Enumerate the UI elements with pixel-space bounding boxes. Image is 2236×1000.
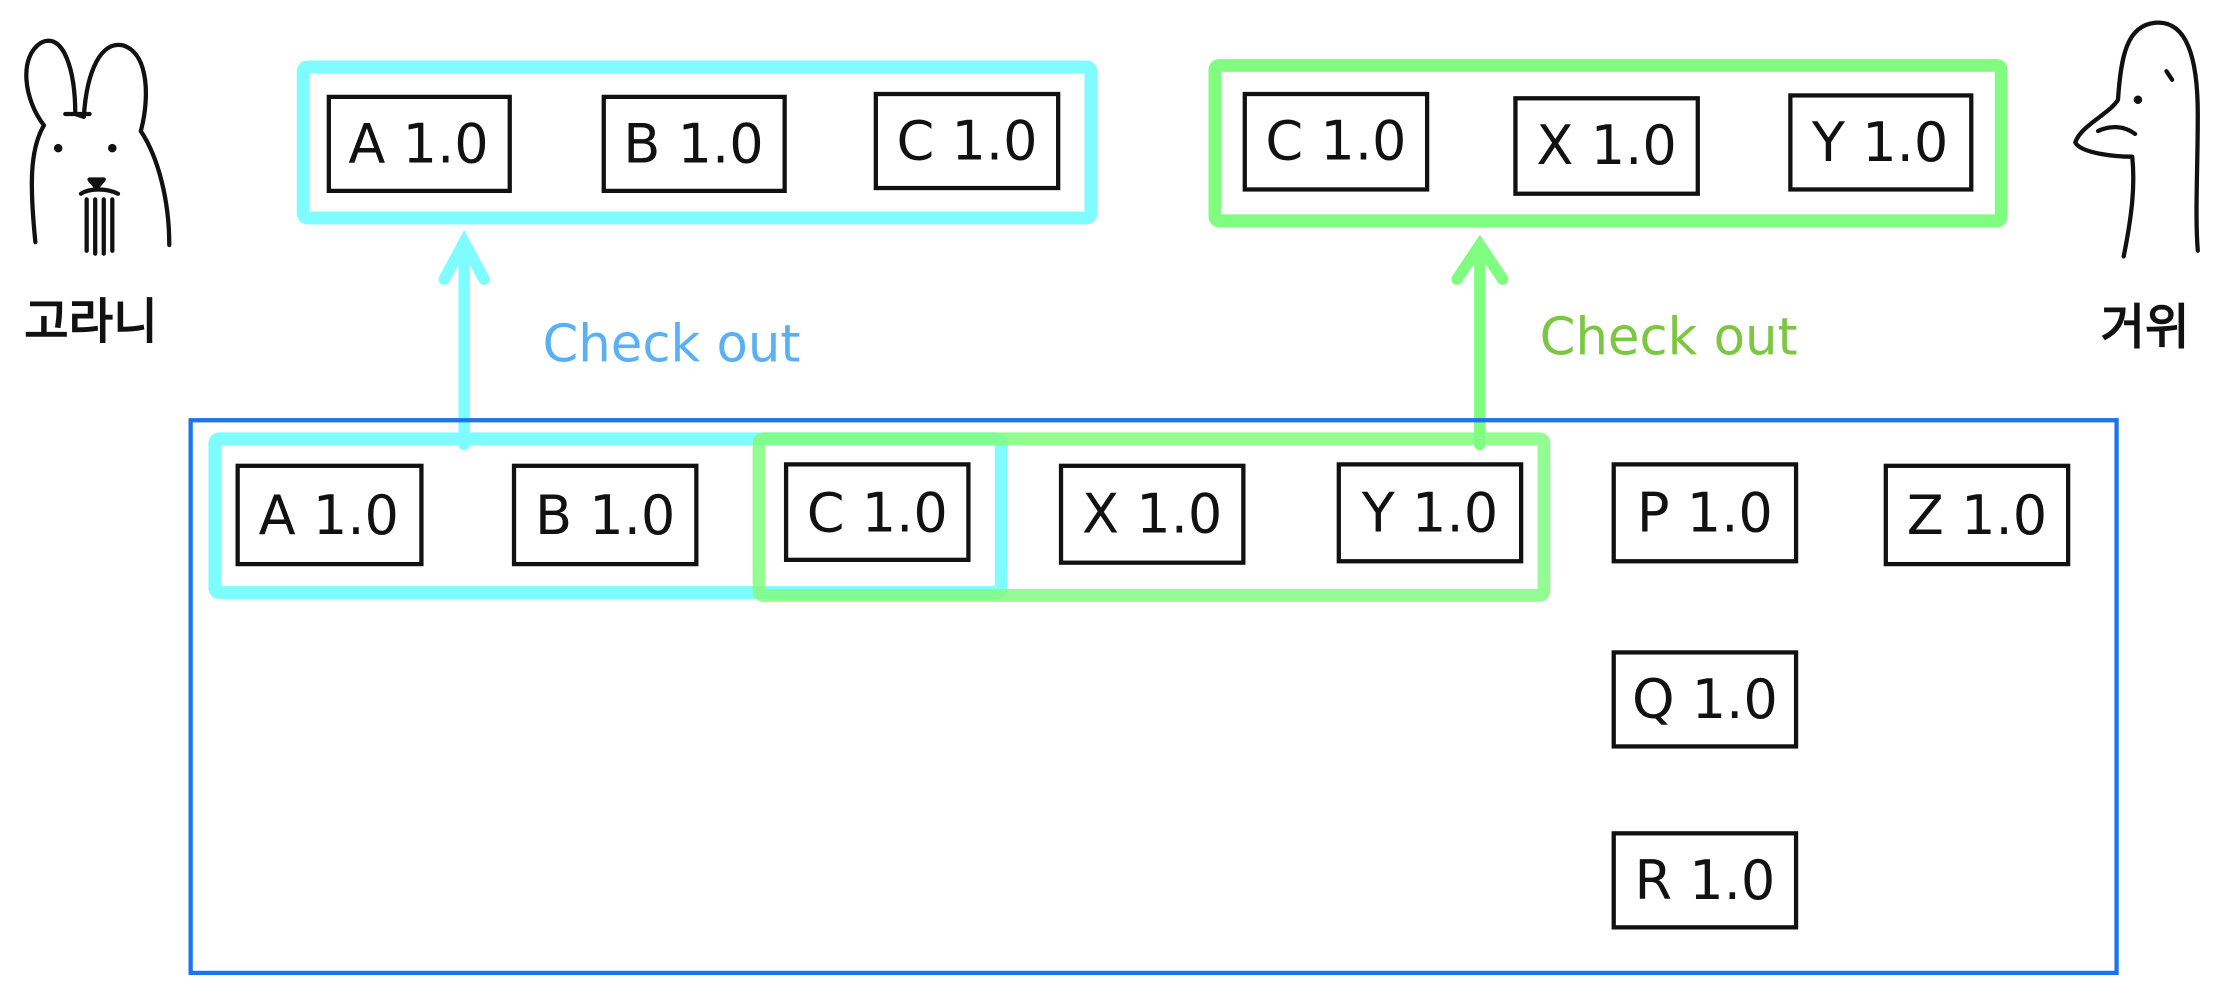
goose-sketch-icon <box>2073 20 2200 259</box>
svg-text:B 1.0: B 1.0 <box>623 112 763 175</box>
package-box: P 1.0 <box>1611 462 1799 564</box>
repository-selection-left <box>208 432 1008 600</box>
svg-text:X 1.0: X 1.0 <box>1082 483 1222 546</box>
package-box: Z 1.0 <box>1883 463 2071 567</box>
svg-text:Q 1.0: Q 1.0 <box>1632 668 1778 731</box>
svg-text:C 1.0: C 1.0 <box>1265 110 1406 173</box>
package-box: X 1.0 <box>1058 463 1246 565</box>
package-box: R 1.0 <box>1611 831 1799 930</box>
svg-text:Y 1.0: Y 1.0 <box>1811 111 1948 174</box>
svg-text:X 1.0: X 1.0 <box>1536 114 1676 177</box>
svg-text:A 1.0: A 1.0 <box>259 484 399 547</box>
svg-text:C 1.0: C 1.0 <box>807 481 948 544</box>
checkout-label-right: Check out <box>1540 308 1798 368</box>
package-box: Y 1.0 <box>1788 93 1974 192</box>
package-box: B 1.0 <box>511 463 699 567</box>
package-box: C 1.0 <box>783 462 971 562</box>
character-name-left: 고라니 <box>24 294 158 350</box>
repository-selection-right <box>752 432 1551 602</box>
svg-text:A 1.0: A 1.0 <box>348 112 488 175</box>
svg-text:Y 1.0: Y 1.0 <box>1361 481 1498 544</box>
svg-text:B 1.0: B 1.0 <box>535 484 675 547</box>
svg-text:C 1.0: C 1.0 <box>896 110 1037 173</box>
svg-text:Z 1.0: Z 1.0 <box>1907 484 2047 547</box>
svg-text:P 1.0: P 1.0 <box>1637 481 1773 544</box>
package-box: Q 1.0 <box>1611 650 1799 749</box>
package-box: C 1.0 <box>1242 91 1430 192</box>
water-deer-sketch-icon <box>24 38 172 256</box>
svg-text:R 1.0: R 1.0 <box>1634 849 1775 912</box>
checkout-group-left <box>296 60 1098 225</box>
arrow-up-icon <box>1451 234 1509 451</box>
repository-container <box>188 418 2119 976</box>
package-box: C 1.0 <box>873 91 1061 191</box>
package-box: Y 1.0 <box>1336 462 1524 564</box>
character-name-right: 거위 <box>2101 300 2190 356</box>
package-box: A 1.0 <box>326 94 512 194</box>
package-box: X 1.0 <box>1513 96 1700 196</box>
package-box: A 1.0 <box>235 463 424 567</box>
package-box: B 1.0 <box>601 94 787 194</box>
arrow-up-icon <box>438 230 490 451</box>
checkout-label-left: Check out <box>543 315 801 375</box>
checkout-group-right <box>1208 59 2008 228</box>
